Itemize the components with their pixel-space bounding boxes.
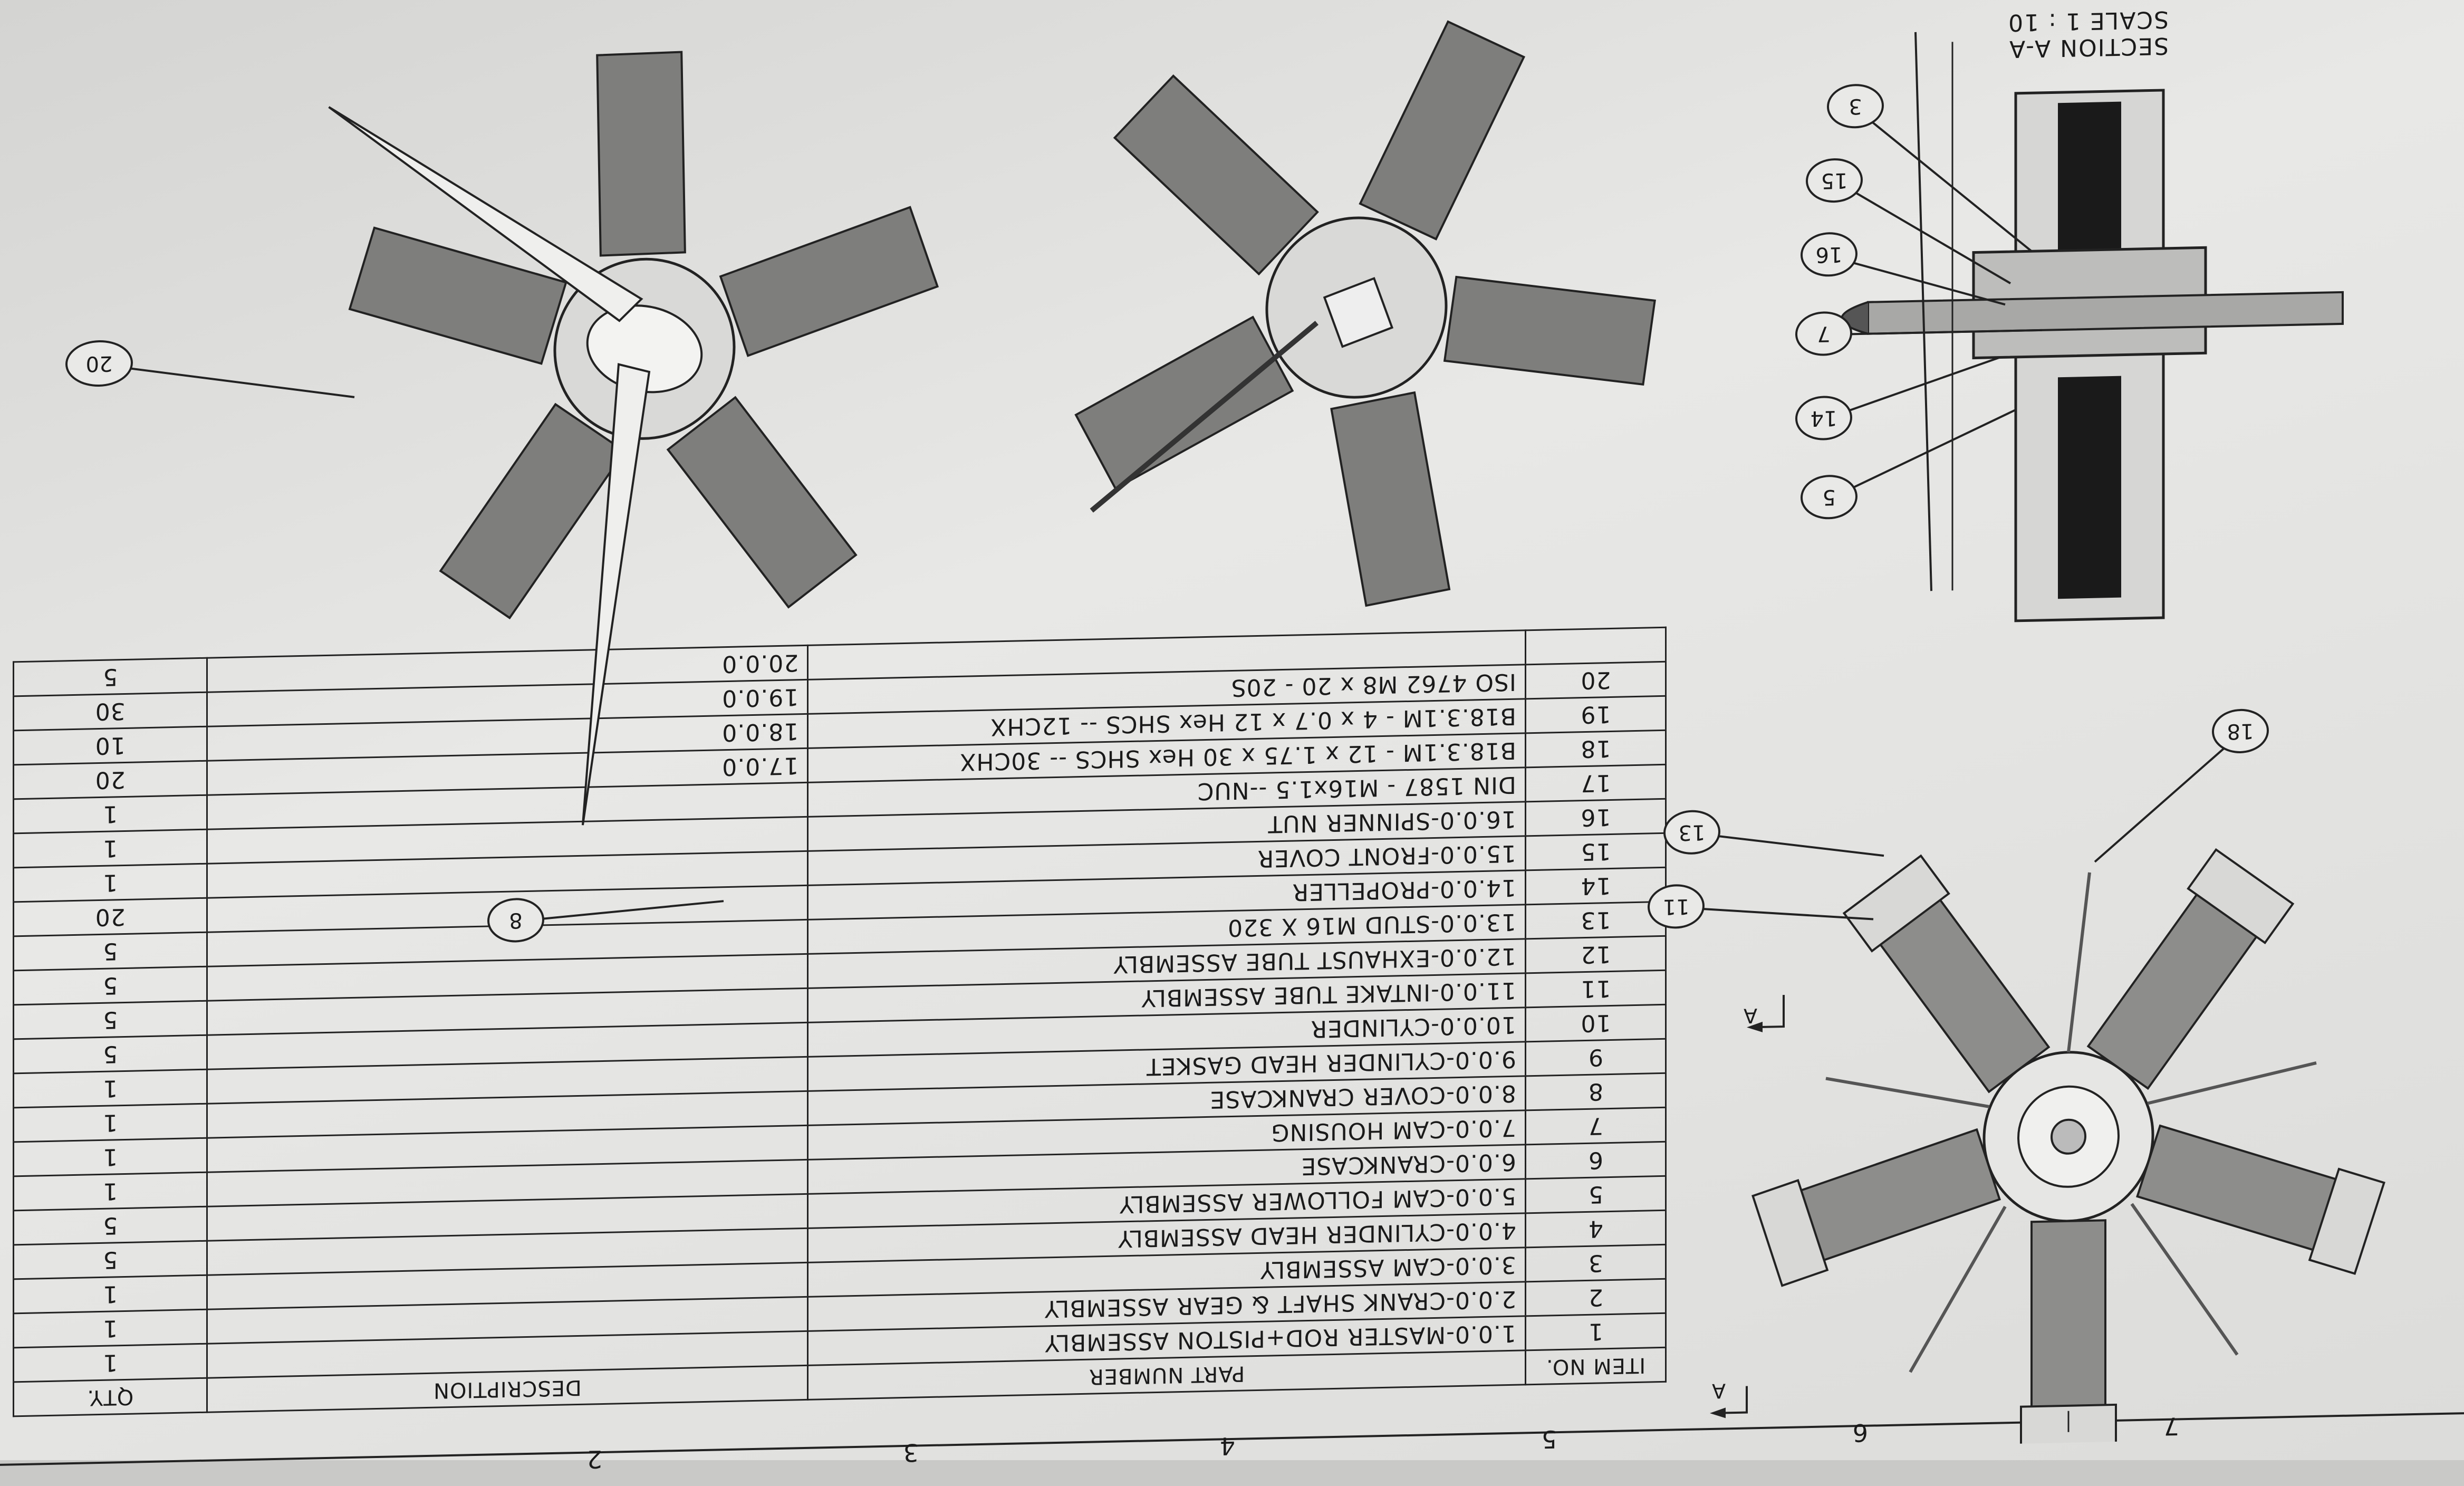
section-scale: SCALE 1 : 10 — [2007, 5, 2169, 36]
section-label: SECTION A-A SCALE 1 : 10 — [2007, 6, 2169, 62]
zone-6: 6 — [1852, 1418, 1868, 1447]
isometric-view-left — [1074, 20, 1656, 607]
section-cut-markers — [1710, 995, 1785, 1418]
zone-7: 7 — [2163, 1412, 2179, 1441]
section-marker-top: A — [1744, 1004, 1757, 1028]
zone-5: 5 — [1541, 1425, 1557, 1454]
balloon-8-label: 8 — [509, 908, 523, 933]
zone-4: 4 — [1219, 1431, 1235, 1461]
leader-lines — [106, 108, 2244, 923]
zone-2: 2 — [586, 1445, 602, 1474]
balloon-7-label: 7 — [1817, 321, 1831, 346]
balloon-13-label: 13 — [1678, 820, 1706, 845]
balloon-15-label: 15 — [1821, 168, 1848, 193]
section-a-a-view — [1841, 32, 2344, 622]
section-marker-bottom: A — [1712, 1379, 1726, 1403]
balloon-16-label: 16 — [1815, 242, 1843, 267]
front-view-radial-engine — [1751, 848, 2385, 1455]
balloon-11-label: 11 — [1662, 894, 1690, 919]
balloon-20-label: 20 — [85, 351, 113, 376]
isometric-view-right — [328, 51, 939, 826]
balloon-5-label: 5 — [1822, 485, 1836, 510]
zone-3: 3 — [903, 1438, 919, 1468]
balloon-18-label: 18 — [2227, 718, 2254, 744]
section-title: SECTION A-A — [2008, 32, 2169, 63]
balloon-14-label: 14 — [1810, 405, 1837, 431]
